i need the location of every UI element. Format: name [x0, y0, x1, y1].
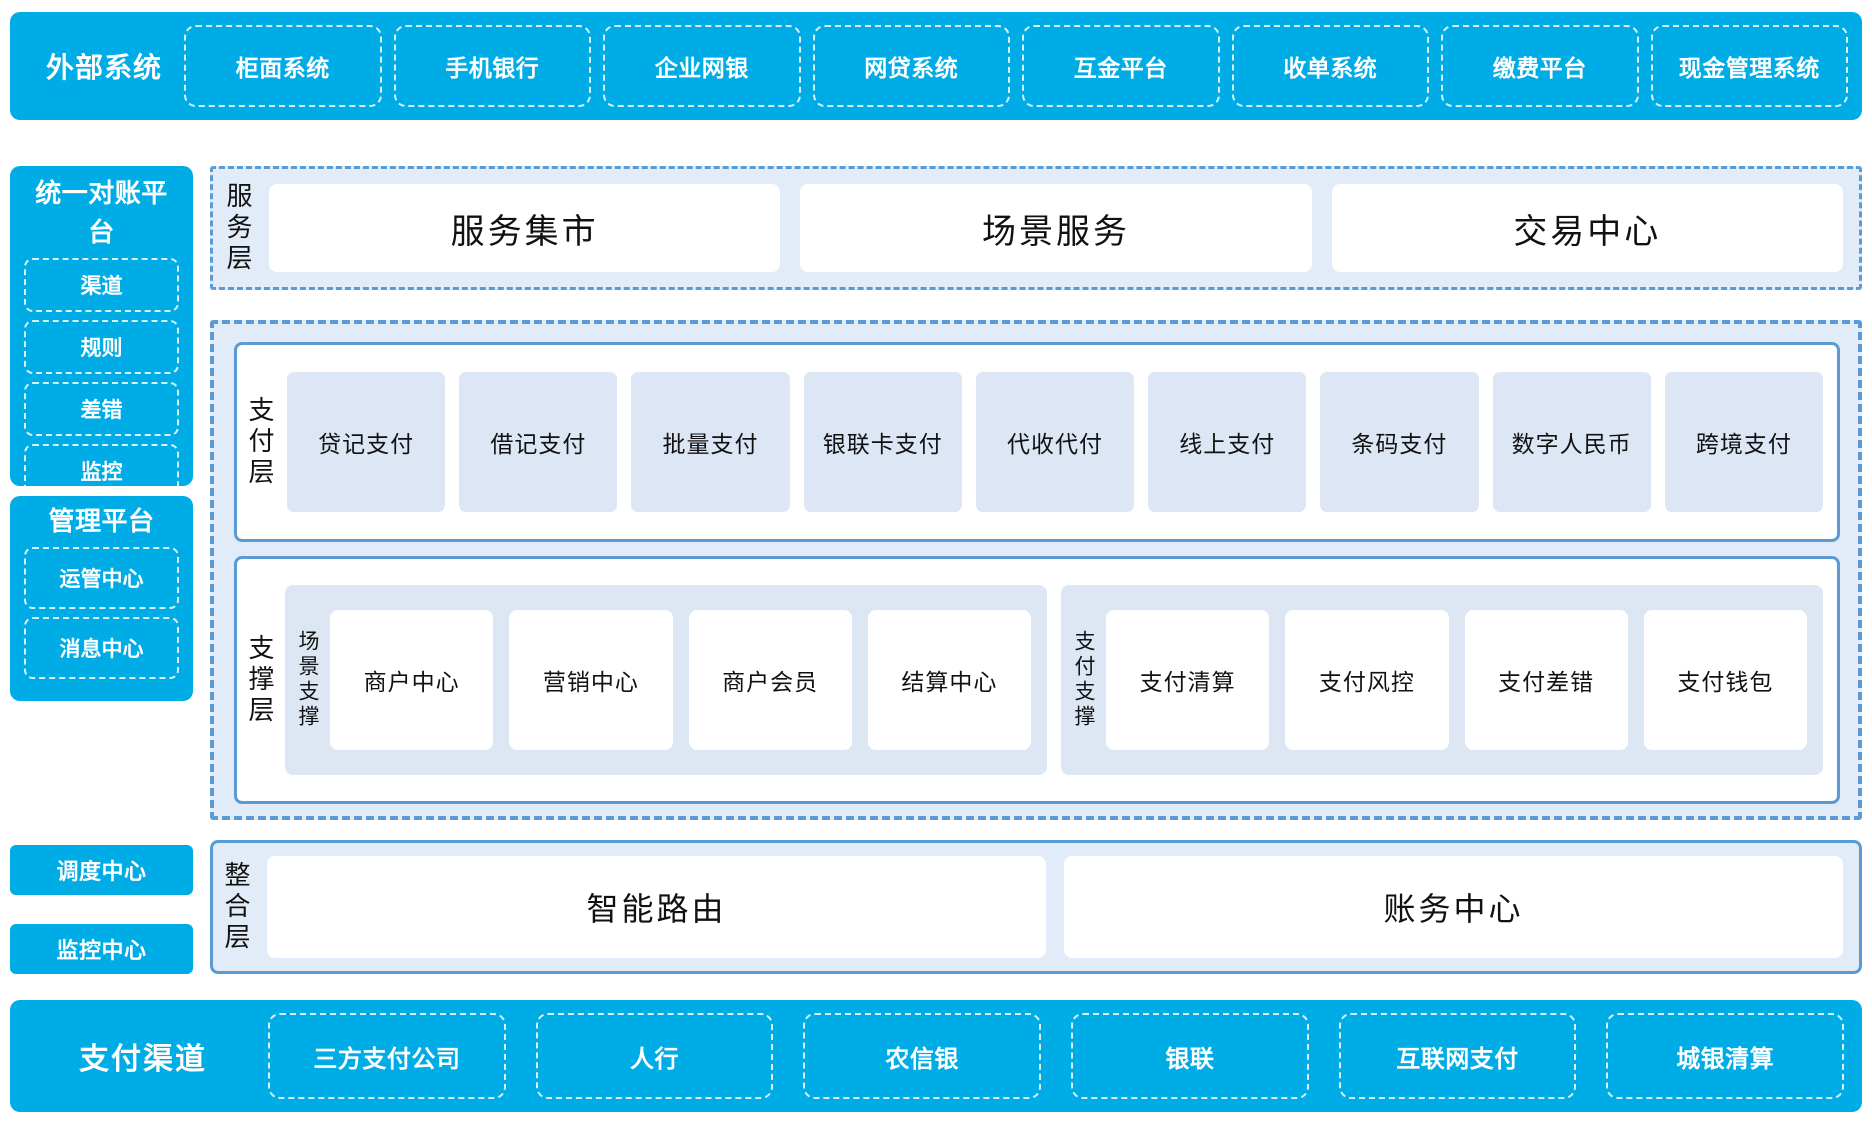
channel-item-rcc[interactable]: 农信银: [803, 1013, 1042, 1099]
external-system-item[interactable]: 现金管理系统: [1650, 25, 1848, 107]
external-system-item[interactable]: 手机银行: [393, 25, 591, 107]
sidebar-item-monitor[interactable]: 监控: [24, 444, 179, 498]
payment-support-cards: 支付清算 支付风控 支付差错 支付钱包: [1106, 610, 1807, 750]
support-card-payment-risk[interactable]: 支付风控: [1285, 610, 1449, 750]
service-card-scenario[interactable]: 场景服务: [800, 184, 1312, 272]
external-systems-title: 外部系统: [45, 52, 162, 83]
payment-card-digital-rmb[interactable]: 数字人民币: [1492, 372, 1651, 512]
reconciliation-platform-title: 统一对账平台: [35, 178, 168, 247]
payment-channels-bar: 支付渠道 三方支付公司 人行 农信银 银联 互联网支付 城银清算: [10, 1000, 1862, 1112]
payment-card-unionpay[interactable]: 银联卡支付: [803, 372, 962, 512]
support-layer-panel: 支撑层 场景支撑 商户中心 营销中心 商户会员 结算中心 支付支撑: [234, 556, 1840, 804]
management-platform-title: 管理平台: [48, 506, 155, 536]
channel-item-unionpay[interactable]: 银联: [1071, 1013, 1309, 1099]
service-card-transaction-center[interactable]: 交易中心: [1331, 184, 1843, 272]
sidebar-item-monitoring-center[interactable]: 监控中心: [10, 924, 193, 974]
sidebar-item-message-center[interactable]: 消息中心: [24, 617, 179, 679]
payment-card-batch[interactable]: 批量支付: [631, 372, 790, 512]
support-card-merchant-center[interactable]: 商户中心: [330, 610, 494, 750]
channel-item-pboc[interactable]: 人行: [535, 1013, 774, 1099]
payment-card-collection-payment[interactable]: 代收代付: [975, 372, 1135, 512]
payment-card-credit[interactable]: 贷记支付: [287, 372, 446, 512]
payment-layer-panel: 支付层 贷记支付 借记支付 批量支付 银联卡支付 代收代付 线上支付 条码支付 …: [234, 342, 1840, 542]
scenario-support-label: 场景支撑: [296, 630, 319, 730]
integration-layer-cards: 智能路由 账务中心: [267, 856, 1843, 958]
service-layer-cards: 服务集市 场景服务 交易中心: [269, 184, 1843, 272]
support-card-payment-exception[interactable]: 支付差错: [1464, 610, 1628, 750]
payment-channels-title: 支付渠道: [79, 1043, 207, 1076]
integration-layer-container: 整合层 智能路由 账务中心: [210, 840, 1862, 974]
sidebar-item-rule[interactable]: 规则: [24, 320, 179, 374]
sidebar-item-exception[interactable]: 差错: [24, 382, 179, 436]
payment-layer-label: 支付层: [245, 395, 275, 489]
support-card-payment-wallet[interactable]: 支付钱包: [1643, 610, 1807, 750]
payment-card-debit[interactable]: 借记支付: [459, 372, 618, 512]
integration-layer-label: 整合层: [221, 860, 251, 954]
support-card-merchant-member[interactable]: 商户会员: [688, 610, 852, 750]
service-layer-label: 服务层: [223, 181, 253, 275]
external-system-item[interactable]: 互金平台: [1022, 25, 1220, 107]
support-card-settlement-center[interactable]: 结算中心: [867, 610, 1031, 750]
reconciliation-platform-panel: 统一对账平台 渠道 规则 差错 监控: [10, 166, 193, 498]
external-systems-list: 柜面系统 手机银行 企业网银 网贷系统 互金平台 收单系统 缴费平台 现金管理系…: [184, 25, 1848, 107]
channel-item-city-bank-clearing[interactable]: 城银清算: [1606, 1013, 1845, 1099]
support-layer-groups: 场景支撑 商户中心 营销中心 商户会员 结算中心 支付支撑 支付清算 支付风控: [285, 585, 1823, 775]
support-card-marketing-center[interactable]: 营销中心: [509, 610, 673, 750]
support-layer-label: 支撑层: [245, 633, 275, 727]
service-card-marketplace[interactable]: 服务集市: [269, 184, 781, 272]
payment-card-online[interactable]: 线上支付: [1148, 372, 1307, 512]
external-systems-bar: 外部系统 柜面系统 手机银行 企业网银 网贷系统 互金平台 收单系统 缴费平台 …: [10, 12, 1862, 120]
management-platform-panel: 管理平台 运管中心 消息中心: [10, 496, 193, 701]
payment-channels-list: 三方支付公司 人行 农信银 银联 互联网支付 城银清算: [268, 1013, 1845, 1099]
payment-layer-cards: 贷记支付 借记支付 批量支付 银联卡支付 代收代付 线上支付 条码支付 数字人民…: [287, 372, 1823, 512]
scenario-support-group: 场景支撑 商户中心 营销中心 商户会员 结算中心: [285, 585, 1047, 775]
integration-card-accounting-center[interactable]: 账务中心: [1064, 856, 1843, 958]
payment-support-label: 支付支撑: [1072, 630, 1095, 730]
sidebar-item-scheduling-center[interactable]: 调度中心: [10, 845, 193, 895]
external-system-item[interactable]: 缴费平台: [1441, 25, 1639, 107]
external-system-item[interactable]: 企业网银: [603, 25, 801, 107]
sidebar-item-channel[interactable]: 渠道: [24, 258, 179, 312]
support-card-payment-clearing[interactable]: 支付清算: [1106, 610, 1270, 750]
channel-item-third-party[interactable]: 三方支付公司: [268, 1013, 506, 1099]
integration-card-smart-routing[interactable]: 智能路由: [267, 856, 1046, 958]
sidebar-item-operations-center[interactable]: 运管中心: [24, 547, 179, 609]
core-layers-container: 支付层 贷记支付 借记支付 批量支付 银联卡支付 代收代付 线上支付 条码支付 …: [210, 320, 1862, 820]
channel-item-internet-payment[interactable]: 互联网支付: [1338, 1013, 1577, 1099]
external-system-item[interactable]: 网贷系统: [812, 25, 1010, 107]
payment-support-group: 支付支撑 支付清算 支付风控 支付差错 支付钱包: [1061, 585, 1823, 775]
external-system-item[interactable]: 柜面系统: [184, 25, 382, 107]
payment-card-cross-border[interactable]: 跨境支付: [1664, 372, 1823, 512]
payment-card-barcode[interactable]: 条码支付: [1320, 372, 1479, 512]
scenario-support-cards: 商户中心 营销中心 商户会员 结算中心: [330, 610, 1031, 750]
service-layer-container: 服务层 服务集市 场景服务 交易中心: [210, 166, 1862, 290]
external-system-item[interactable]: 收单系统: [1231, 25, 1429, 107]
